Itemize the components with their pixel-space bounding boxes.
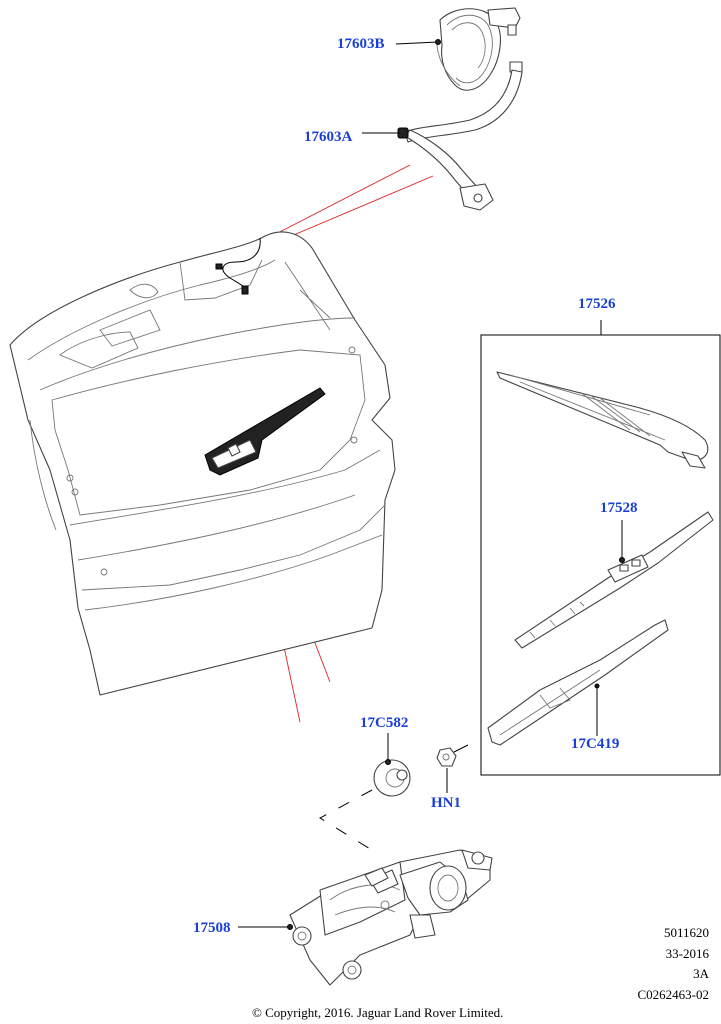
- callout-17528: 17528: [600, 500, 638, 516]
- callout-17526: 17526: [578, 296, 616, 312]
- wiper-arm-cover-17c419: [487, 619, 669, 746]
- copyright-notice: © Copyright, 2016. Jaguar Land Rover Lim…: [252, 1005, 504, 1020]
- wiper-arm-17528: [514, 511, 714, 649]
- reference-line-2: 33-2016: [665, 946, 709, 961]
- callout-hn1: HN1: [431, 795, 461, 811]
- leader-lines: [238, 39, 625, 930]
- callout-17603b: 17603B: [337, 36, 385, 52]
- callout-17603a: 17603A: [304, 129, 353, 145]
- wiper-motor-17508: [289, 849, 493, 986]
- hose-coil-17603b: [436, 7, 523, 91]
- reference-line-3: 3A: [693, 966, 709, 981]
- tailgate: [9, 231, 396, 696]
- hose-17603a: [397, 69, 523, 211]
- nut-hn1: [436, 747, 457, 767]
- cap-17c582: [373, 759, 411, 797]
- wiper-blade: [496, 371, 709, 469]
- reference-line-1: 5011620: [663, 925, 709, 940]
- installed-wiper-arm: [204, 387, 326, 476]
- callout-17c419: 17C419: [571, 736, 620, 752]
- wiper-kit-box: [480, 320, 721, 776]
- callout-17508: 17508: [193, 920, 231, 936]
- reference-line-4: C0262463-02: [637, 987, 710, 1002]
- fit-line: [319, 789, 376, 853]
- callout-17c582: 17C582: [360, 715, 409, 731]
